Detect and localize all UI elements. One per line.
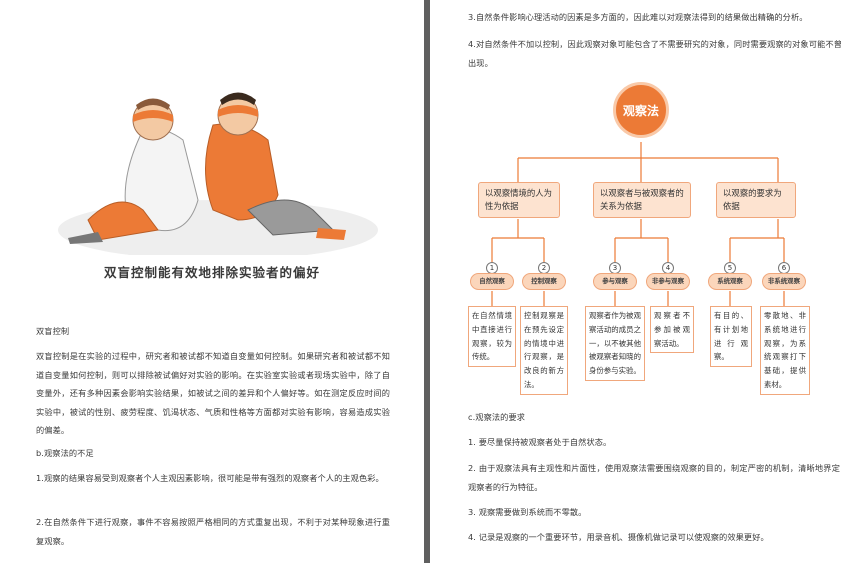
heading-observation-weakness: b.观察法的不足: [36, 448, 94, 458]
desc-participant-observation: 观察者作为被观察活动的成员之一，以不被其他被观察者知晓的身份参与实验。: [585, 306, 645, 381]
left-page: 双盲控制能有效地排除实验者的偏好 双盲控制 双盲控制是在实验的过程中，研究者和被…: [0, 0, 424, 563]
page-gutter: [424, 0, 430, 563]
method-nonsystematic-observation: 非系统观察: [762, 273, 806, 290]
method-controlled-observation: 控制观察: [522, 273, 566, 290]
category-requirement: 以观察的要求为依据: [716, 182, 796, 218]
method-number-6: 6: [778, 262, 790, 274]
right-page: 3.自然条件影响心理活动的因素是多方面的，因此难以对观察法得到的结果做出精确的分…: [430, 0, 859, 563]
method-natural-observation: 自然观察: [470, 273, 514, 290]
heading-observation-requirements: c.观察法的要求: [468, 412, 526, 422]
desc-nonparticipant-observation: 观察者不参加被观察活动。: [650, 306, 694, 354]
method-systematic-observation: 系统观察: [708, 273, 752, 290]
paragraph-double-blind: 双盲控制是在实验的过程中，研究者和被试都不知道自变量如何控制。如果研究者和被试都…: [36, 351, 390, 435]
weakness-item-4: 4.对自然条件不加以控制，因此观察对象可能包含了不需要研究的对象，同时需要观察的…: [468, 39, 842, 68]
weakness-item-2: 2.在自然条件下进行观察，事件不容易按照严格相同的方式重复出现，不利于对某种现象…: [36, 517, 390, 546]
weakness-item-1: 1.观察的结果容易受到观察者个人主观因素影响，很可能是带有强烈的观察者个人的主观…: [36, 473, 384, 483]
diagram-root-node: 观察法: [613, 82, 669, 138]
requirement-item-1: 1. 要尽量保持被观察者处于自然状态。: [468, 437, 612, 447]
requirement-item-2: 2. 由于观察法具有主观性和片面性，使用观察法需要围绕观察的目的，制定严密的机制…: [468, 463, 840, 492]
method-participant-observation: 参与观察: [593, 273, 637, 290]
method-nonparticipant-observation: 非参与观察: [646, 273, 690, 290]
desc-natural-observation: 在自然情境中直接进行观察，较为传统。: [468, 306, 516, 368]
desc-controlled-observation: 控制观察是在预先设定的情境中进行观察，是改良的新方法。: [520, 306, 568, 395]
blindfolded-figures-illustration: [58, 92, 378, 255]
illustration-caption: 双盲控制能有效地排除实验者的偏好: [103, 265, 320, 280]
weakness-item-3: 3.自然条件影响心理活动的因素是多方面的，因此难以对观察法得到的结果做出精确的分…: [468, 12, 808, 22]
category-artificiality: 以观察情境的人为性为依据: [478, 182, 560, 218]
heading-double-blind: 双盲控制: [36, 326, 70, 336]
category-relationship: 以观察者与被观察者的关系为依据: [593, 182, 691, 218]
diagram-connectors: [491, 142, 785, 306]
observation-method-diagram: 观察法 以观察情境的人为性为依据 以观察者与被观察者的关系为依据 以观察的要求为…: [430, 72, 859, 402]
desc-systematic-observation: 有目的、有计划地进行观察。: [710, 306, 752, 368]
requirement-item-3: 3. 观察需要做到系统而不零散。: [468, 507, 587, 517]
desc-nonsystematic-observation: 零散地、非系统地进行观察，为系统观察打下基础，提供素材。: [760, 306, 810, 395]
requirement-item-4: 4. 记录是观察的一个重要环节，用录音机、摄像机做记录可以使观察的效果更好。: [468, 532, 769, 542]
